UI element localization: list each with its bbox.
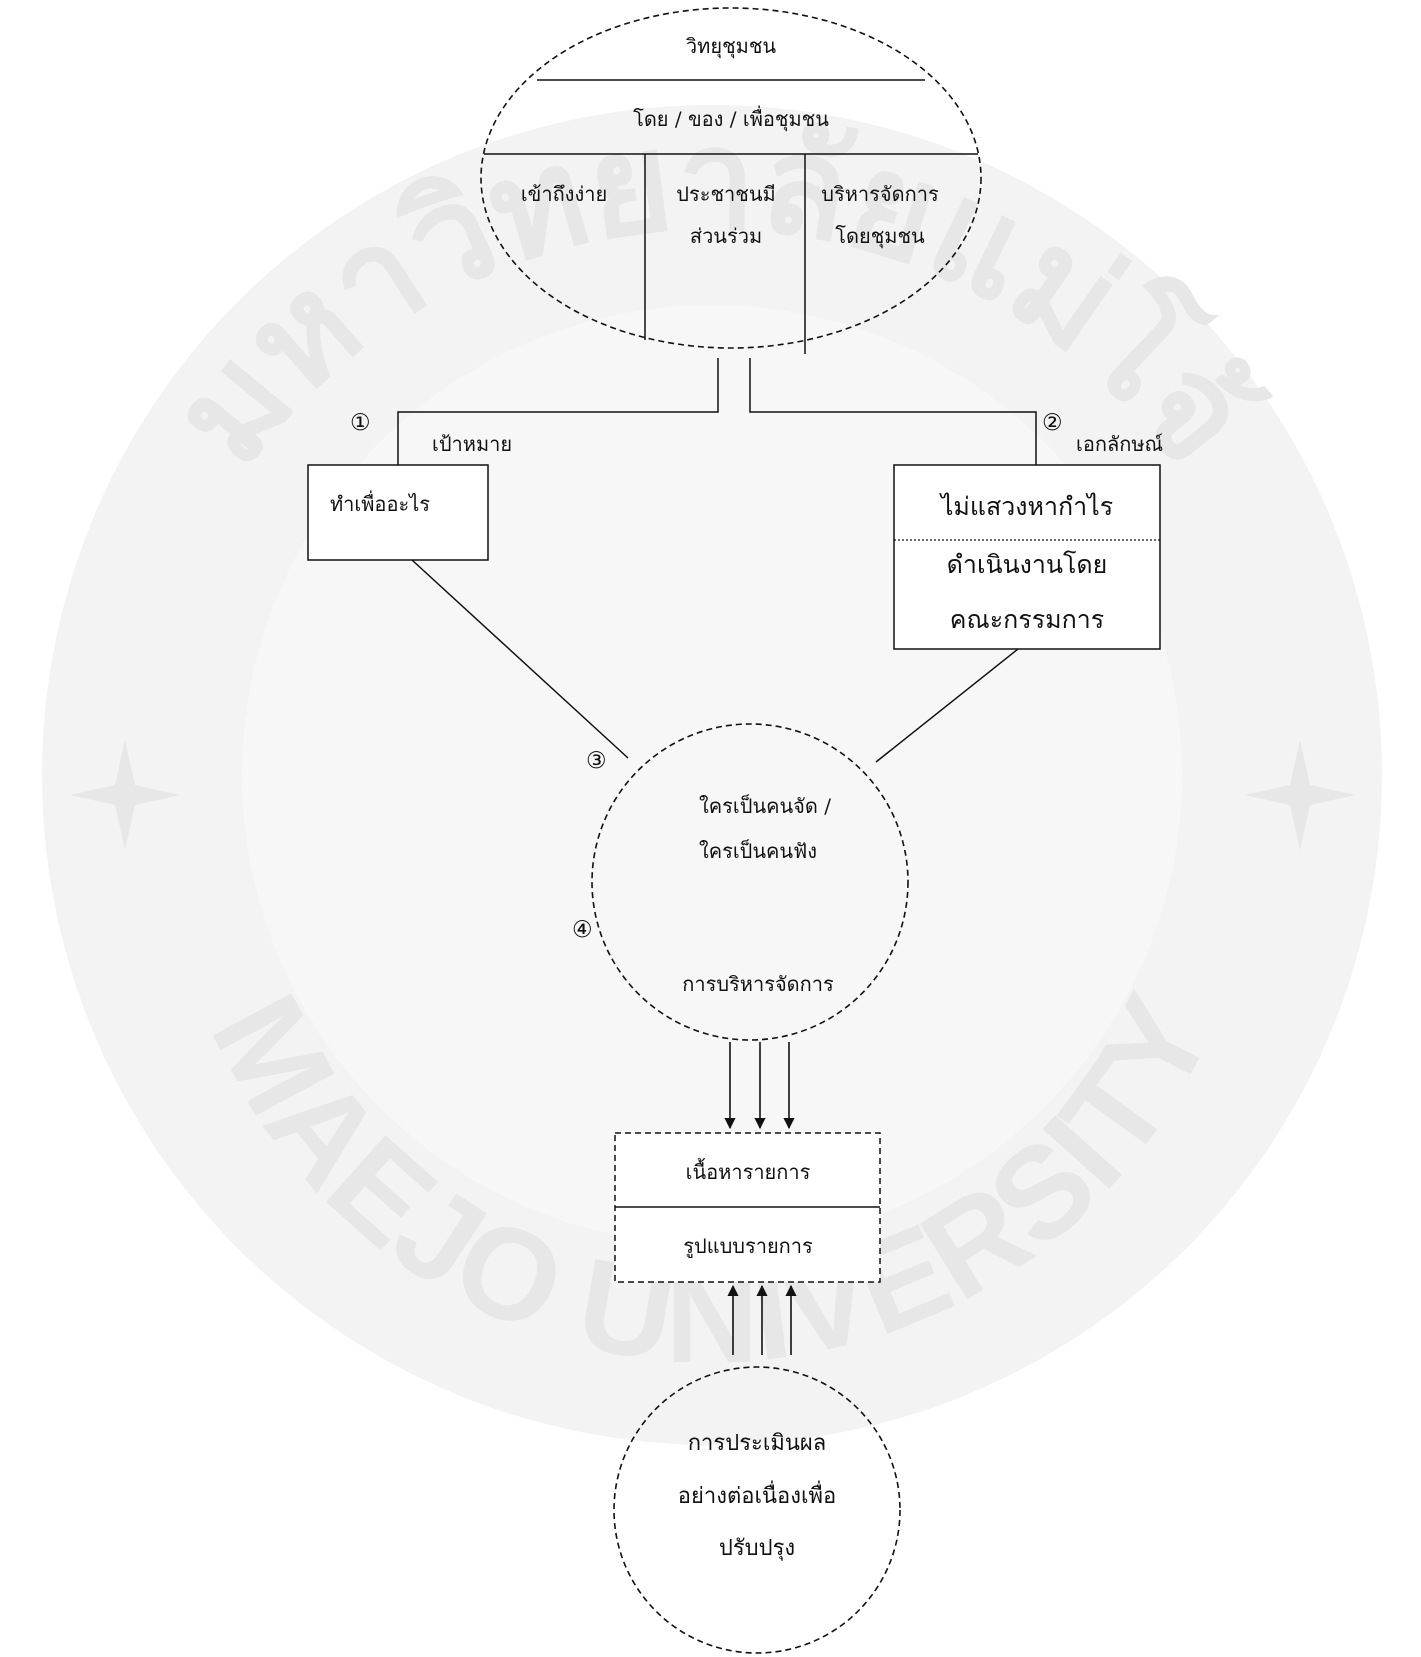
number-2-icon: ② [1042,410,1063,436]
top-ellipse-col3-line1: บริหารจัดการ [821,182,939,206]
number-1-icon: ① [350,410,371,436]
top-ellipse-col1: เข้าถึงง่าย [520,182,608,206]
management-circle-line3: การบริหารจัดการ [682,972,834,996]
number-4-icon: ④ [572,917,593,943]
number-3-icon: ③ [586,748,607,774]
top-ellipse-col3-line2: โดยชุมชน [835,224,925,248]
top-ellipse-subtitle: โดย / ของ / เพื่อชุมชน [633,107,829,131]
top-ellipse [480,7,982,349]
connector-identity-to-circle [875,648,1019,763]
identity-box-line2: ดำเนินงานโดย [946,550,1108,579]
top-ellipse-col2-line1: ประชาชนมี [676,182,776,206]
management-circle [591,723,909,1041]
goal-box [307,464,489,561]
connector-left-branch [397,358,719,465]
identity-box-line1: ไม่แสวงหากำไร [940,492,1114,521]
evaluation-circle-line2: อย่างต่อเนื่องเพื่อ [677,1484,837,1509]
watermark-star-right [1245,740,1355,850]
watermark-star-left [70,740,180,850]
management-circle-line1: ใครเป็นคนจัด / [699,794,831,818]
evaluation-circle [613,1366,901,1654]
evaluation-circle-line1: การประเมินผล [687,1431,827,1456]
identity-box [893,464,1161,650]
connector-goal-to-circle [411,559,629,759]
evaluation-circle-line3: ปรับปรุง [718,1536,796,1561]
goal-box-text: ทำเพื่ออะไร [330,492,430,516]
program-format-label: รูปแบบรายการ [683,1234,813,1258]
goal-label: เป้าหมาย [432,432,513,456]
identity-box-line3: คณะกรรมการ [949,605,1105,634]
management-circle-line2: ใครเป็นคนฟัง [698,839,818,863]
program-content-label: เนื้อหารายการ [685,1160,811,1184]
connector-right-branch [749,358,1037,465]
identity-label: เอกลักษณ์ [1076,432,1164,456]
top-ellipse-col2-line2: ส่วนร่วม [689,224,763,248]
top-ellipse-title: วิทยุชุมชน [685,34,777,58]
